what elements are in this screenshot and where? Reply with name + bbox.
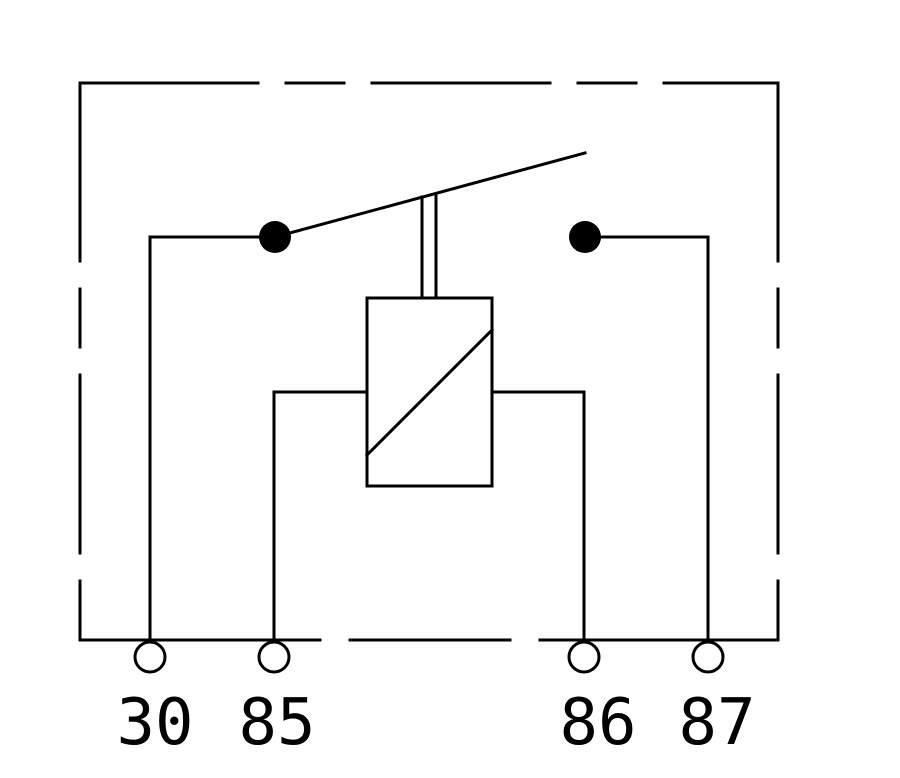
- relay-enclosure: [78, 81, 780, 642]
- wire-terminal-87: [583, 235, 710, 642]
- terminal-label-87: 87: [678, 686, 755, 760]
- wire-terminal-30: [148, 235, 277, 642]
- terminal-86-pin: [567, 640, 601, 674]
- wire-terminal-85: [272, 390, 369, 642]
- relay-coil-diagonal: [364, 327, 495, 458]
- wire-terminal-86: [490, 390, 586, 642]
- terminal-30-pin: [133, 640, 167, 674]
- terminal-label-85: 85: [238, 686, 315, 760]
- terminal-85-pin: [257, 640, 291, 674]
- terminal-label-86: 86: [559, 686, 636, 760]
- terminal-87-pin: [691, 640, 725, 674]
- terminal-label-30: 30: [116, 686, 193, 760]
- switch-arm: [273, 151, 587, 239]
